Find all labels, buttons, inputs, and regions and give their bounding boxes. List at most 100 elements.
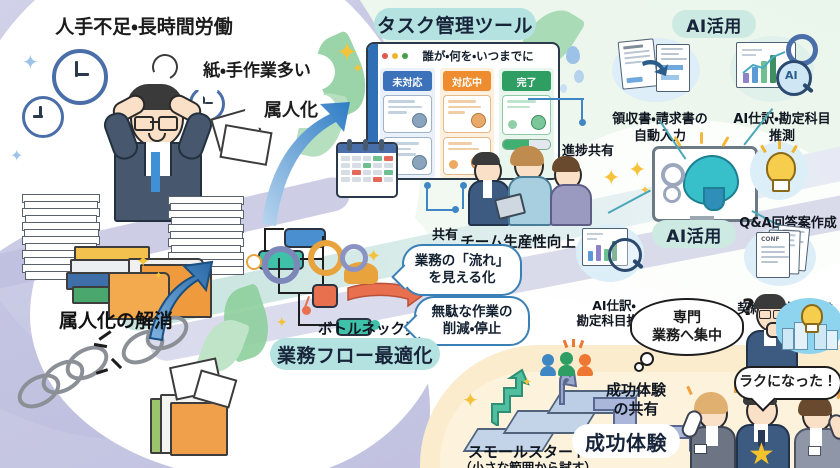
- kanban-column-done-header: 完了: [502, 71, 552, 91]
- bottleneck-marker: [302, 306, 311, 315]
- task-card[interactable]: [502, 95, 552, 135]
- sparkle-icon-2: ✦: [10, 146, 24, 165]
- workflow-badge[interactable]: 業務フロー最適化: [270, 338, 440, 370]
- sparkle-icon-6: ✦: [352, 61, 364, 77]
- small-start-arrow-icon: [491, 368, 530, 426]
- people-group-icon: [540, 339, 596, 376]
- gear-icon-flow-3: [340, 244, 368, 272]
- gear-icon-flow-1: [262, 246, 300, 284]
- folder-group-bottom: [150, 392, 228, 456]
- reduce-waste-bubble: 無駄な作業の 削減・停止: [403, 296, 530, 346]
- magnifier-icon-ai: AI: [776, 60, 812, 96]
- droplet-1: [566, 46, 580, 64]
- task-tool-badge-text: タスク管理ツール: [376, 14, 533, 37]
- breakthrough-arrow-icon: [148, 260, 214, 342]
- calendar-grid: [338, 153, 396, 185]
- specialist-thought-text: 専門 業務へ集中: [652, 309, 722, 344]
- connector-dot-2: [424, 182, 431, 189]
- sparkle-icon-10: ✦: [366, 246, 382, 267]
- ai-journal-entry-text: AI仕訳・勘定科目 推測: [733, 112, 831, 144]
- entry-form-icon: [656, 44, 690, 92]
- labor-shortage-bubble: 人手不足・長時間労働: [38, 8, 250, 64]
- kanban-column-doing-header: 対応中: [442, 71, 492, 91]
- clock-icon-1: [52, 49, 108, 105]
- ai-monitor-icon: [652, 146, 758, 222]
- sparkle-icon-13: ✦: [522, 375, 533, 389]
- progress-sharing-text: 進捗共有: [561, 144, 614, 160]
- magnifier-icon-2: [608, 238, 642, 272]
- window-dot-red: [382, 53, 388, 59]
- question-mark-text: ?: [742, 296, 755, 321]
- sparkle-icon-1: ✦: [22, 50, 39, 74]
- connector-share-2: [427, 209, 455, 211]
- sparkle-icon-8: ✦: [628, 158, 647, 183]
- gear-icon-monitor-1: [661, 163, 685, 187]
- connector-progress: [528, 98, 584, 100]
- kanban-column-done[interactable]: 完了: [499, 68, 555, 178]
- ai-badge-top[interactable]: AI活用: [672, 10, 756, 38]
- magnifier-ai-text: AI: [785, 69, 798, 82]
- window-dot-yellow: [392, 53, 398, 59]
- ai-badge-bottom[interactable]: AI活用: [652, 220, 736, 248]
- flow-node-bottleneck: [312, 284, 338, 308]
- window-dot-green: [402, 53, 408, 59]
- paper-manual-text: 紙・手作業多い: [203, 61, 311, 82]
- sparkle-icon-5: ✦: [336, 38, 358, 68]
- paper-stack-left: [22, 194, 100, 286]
- sparkle-icon-7: ✦: [602, 166, 621, 191]
- bulb-ray-2: [778, 141, 781, 149]
- contract-doc-label: CONF: [761, 236, 780, 243]
- task-card[interactable]: [383, 95, 432, 133]
- clock-icon-2: [22, 96, 64, 138]
- connector-dot-3: [452, 206, 459, 213]
- small-start-sublabel: （小さな範囲から試す）: [448, 444, 608, 468]
- board-title: 誰が・何を・いつまでに: [422, 49, 534, 63]
- success-badge[interactable]: 成功体験: [572, 424, 680, 458]
- thought-dot-2: [634, 362, 644, 372]
- avatar: [411, 113, 427, 128]
- droplet-3: [560, 84, 567, 93]
- siloed-resolution-label: 属人化の解消: [36, 286, 196, 334]
- task-tool-badge[interactable]: タスク管理ツール: [374, 8, 536, 40]
- contract-doc-front: CONF: [756, 232, 790, 278]
- growth-arrow-icon: [262, 102, 350, 226]
- team-illustration: [468, 146, 592, 226]
- ai-badge-bottom-text: AI活用: [666, 226, 722, 247]
- board-titlebar: 誰が・何を・いつまでに: [378, 44, 558, 68]
- star-icon: ★: [748, 437, 775, 468]
- success-share-label: 成功体験 の共有: [588, 362, 684, 418]
- connector-share-3: [462, 187, 464, 209]
- question-mark-icon: ?: [742, 296, 755, 321]
- small-start-title-text: スモールスタート: [467, 442, 588, 461]
- gear-icon-monitor-2: [663, 185, 681, 203]
- droplet-2: [574, 70, 584, 83]
- kanban-board[interactable]: 誰が・何を・いつまでに 未対応 対応中: [366, 42, 560, 180]
- ray-1: [700, 132, 703, 144]
- sharing-label: 共有: [425, 212, 465, 245]
- flow-endpoint-dot: [370, 320, 380, 330]
- reduce-waste-text: 無駄な作業の 削減・停止: [431, 304, 513, 337]
- avatar: [471, 113, 487, 128]
- sharing-text: 共有: [431, 228, 458, 244]
- sparkle-icon-4: ✦: [154, 269, 164, 282]
- status-dot: [448, 160, 458, 169]
- small-start-sub-text: （小さな範囲から試す）: [459, 459, 597, 468]
- avatar: [531, 115, 547, 130]
- task-card[interactable]: [442, 95, 492, 133]
- connector-share-1: [426, 187, 428, 211]
- ai-badge-top-text: AI活用: [686, 16, 742, 37]
- sparkle-icon-11: ✦: [276, 315, 288, 331]
- transfer-arrow-icon: [642, 60, 668, 76]
- paper-manual-bubble: 紙・手作業多い: [179, 54, 335, 101]
- qa-draft-text: Q&A回答案作成: [739, 216, 837, 232]
- board-columns: 未対応 対応中: [380, 68, 555, 178]
- kanban-column-todo-header: 未対応: [383, 71, 432, 91]
- happy-bubble-text: ラクになった！: [739, 374, 837, 391]
- ai-journal-entry-label: AI仕訳・勘定科目 推測: [724, 96, 840, 145]
- thought-dot-1: [640, 352, 654, 366]
- progress-sharing-label: 進捗共有: [552, 128, 624, 161]
- happy-bubble: ラクになった！: [734, 366, 840, 412]
- cloud-bulb-base: [805, 323, 819, 333]
- receipt-auto-entry-text: 領収書・請求書の 自動入力: [612, 112, 707, 144]
- workflow-badge-text: 業務フロー最適化: [276, 344, 433, 367]
